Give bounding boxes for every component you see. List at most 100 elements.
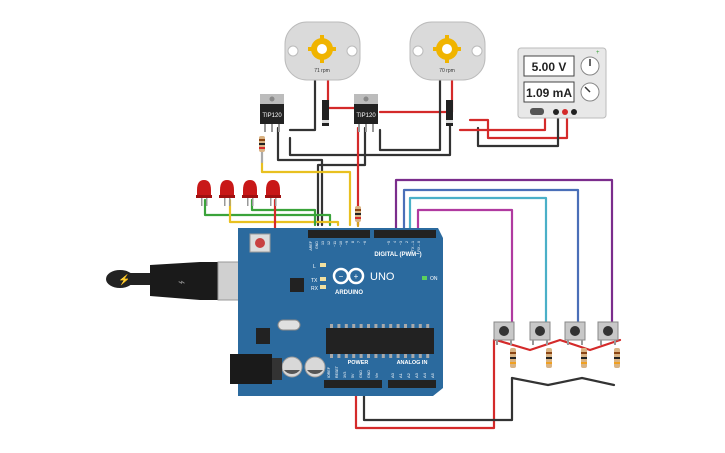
transistor-1[interactable]: TIP120 (260, 94, 284, 132)
analog-pin-label: A3 (414, 372, 419, 378)
wire-blue (402, 188, 580, 324)
gear-icon (433, 35, 461, 63)
leds (196, 180, 281, 206)
usb-chip (290, 278, 304, 292)
top-pin-label: 8 (351, 241, 355, 243)
digital-header-right[interactable] (374, 230, 436, 238)
wire-motor2-red (378, 78, 454, 114)
transistor-2[interactable]: TIP120 (354, 94, 378, 132)
chip-pin (352, 324, 356, 328)
wire-motor1-black (288, 78, 317, 132)
chip-pin (426, 354, 430, 358)
wire-motor2-black (378, 78, 442, 152)
plus-mark: + (596, 50, 600, 56)
usb-cable: ⚡ ⌁ (106, 261, 257, 301)
model-label: UNO (370, 271, 395, 283)
wire-motor1-red (326, 78, 357, 110)
resistor-pulldown-2[interactable] (546, 348, 552, 368)
top-pin-label: ~6 (363, 241, 367, 245)
top-pin-label: AREF (309, 240, 313, 250)
chip-pin (330, 354, 333, 358)
wire-psu-black (476, 110, 560, 148)
wire-psu-red (468, 110, 569, 140)
chip-pin (404, 324, 407, 328)
motor-rpm-label: 70 rpm (439, 68, 455, 74)
chip-pin (396, 354, 400, 358)
chip-pin (344, 354, 348, 358)
chip-pin (374, 354, 378, 358)
top-pin-label: RX←0 (417, 241, 421, 252)
analog-label: ANALOG IN (397, 360, 428, 366)
push-buttons (493, 321, 619, 345)
power-switch[interactable] (530, 108, 544, 115)
gear-icon (308, 35, 336, 63)
power-supply[interactable]: 5.00 V 1.09 mA + (517, 47, 607, 119)
chip-pin (389, 324, 393, 328)
terminal-red[interactable] (562, 109, 568, 115)
wire-led-green (203, 198, 332, 227)
chip-pin (367, 354, 370, 358)
top-pin-label: 7 (357, 241, 361, 243)
onboard-leds: L TX RX (311, 263, 326, 292)
push-button-1[interactable] (493, 321, 515, 345)
terminal-black[interactable] (553, 109, 559, 115)
crystal (277, 319, 301, 331)
motor-2[interactable]: 70 rpm (409, 21, 486, 81)
chip-pin (418, 354, 422, 358)
chip-pin (337, 324, 341, 328)
push-button-3[interactable] (564, 321, 586, 345)
power-pin-label: RESET (335, 365, 339, 378)
power-pin-label: 3V3 (343, 372, 347, 378)
current-display (523, 81, 575, 103)
resistor-base-1[interactable] (259, 136, 265, 152)
wire-t1-ground (276, 126, 324, 227)
wire-gnd-black (362, 376, 514, 422)
power-pin-label: IOREF (327, 366, 331, 378)
barrel-jack[interactable] (230, 354, 282, 384)
button-resistors (510, 348, 620, 368)
analog-header[interactable] (388, 380, 436, 388)
push-button-4[interactable] (597, 321, 619, 345)
top-pin-label: TX→1 (411, 241, 415, 251)
led-2[interactable] (219, 180, 235, 206)
diode-2[interactable] (446, 100, 453, 126)
analog-pin-label: A5 (430, 372, 435, 378)
digital-header-left[interactable] (308, 230, 370, 238)
terminal-black-2[interactable] (571, 109, 577, 115)
chip-pin (418, 324, 422, 328)
chip-pin (396, 324, 400, 328)
led-4[interactable] (265, 180, 281, 206)
analog-pin-label: A4 (422, 372, 427, 378)
resistor-base-2[interactable] (355, 206, 361, 222)
led-label-l: L (313, 264, 316, 270)
diode-1[interactable] (322, 100, 329, 126)
top-pin-label: 12 (327, 241, 331, 245)
led-1[interactable] (196, 180, 212, 206)
resistor-pulldown-4[interactable] (614, 348, 620, 368)
power-header[interactable] (324, 380, 382, 388)
motor-1[interactable]: 71 rpm (284, 21, 361, 81)
transistor-label: TIP120 (356, 113, 376, 119)
resistor-pulldown-1[interactable] (510, 348, 516, 368)
resistor-pulldown-3[interactable] (581, 348, 587, 368)
motor-rpm-label: 71 rpm (314, 68, 330, 74)
led-3[interactable] (242, 180, 258, 206)
top-pin-label: ~3 (399, 241, 403, 245)
wire-button-chain-black (510, 376, 616, 387)
chip-pin (381, 324, 385, 328)
top-pin-label: ~9 (345, 241, 349, 245)
analog-pin-label: A2 (406, 372, 411, 378)
usb-icon: ⌁ (178, 275, 185, 289)
arduino-logo: − + (332, 267, 365, 285)
push-button-2[interactable] (529, 321, 551, 345)
top-pin-label: ~11 (333, 241, 337, 247)
top-pin-label: 4 (393, 241, 397, 243)
wire-button-chain-red (494, 338, 622, 352)
wire-t2-ground (316, 126, 367, 227)
chip-pin (359, 354, 363, 358)
